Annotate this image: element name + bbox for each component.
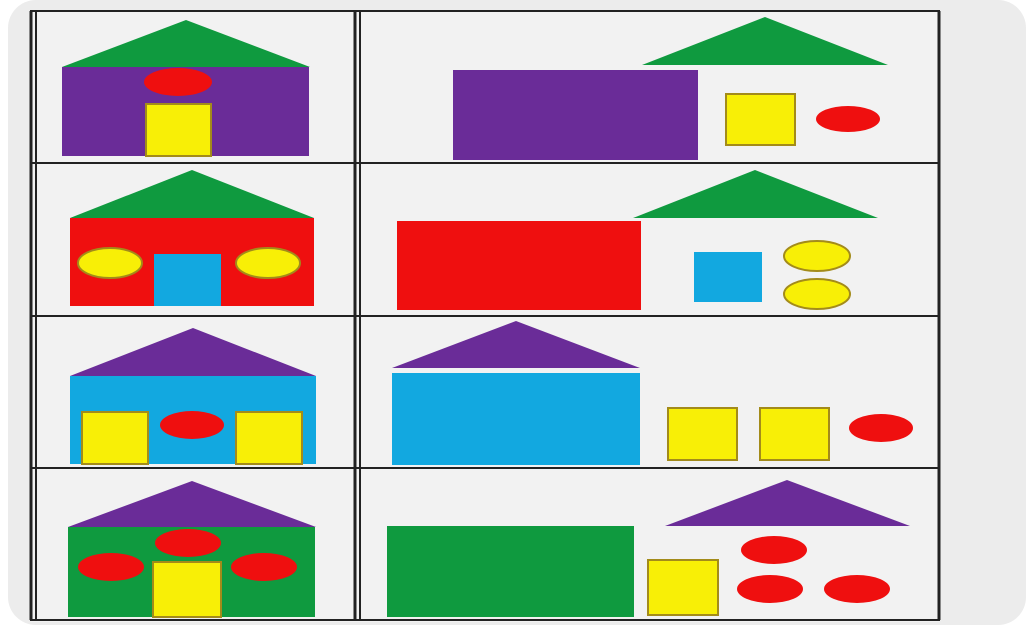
row-2-house-window-right	[236, 248, 300, 278]
row-3-part-body	[392, 373, 640, 465]
row-4-house-window-right	[231, 553, 297, 581]
row-2-part-window-top	[784, 241, 850, 271]
row-4-part-door	[648, 560, 718, 615]
row-4-house-window-left	[78, 553, 144, 581]
row-4-part-window-1	[741, 536, 807, 564]
row-4-part-body	[387, 526, 634, 617]
row-4-part-window-3	[824, 575, 890, 603]
row-3-house-window-left	[82, 412, 148, 464]
row-2-part-body	[397, 221, 641, 310]
row-2-part-door	[694, 252, 762, 302]
row-1-part-door	[726, 94, 795, 145]
row-4-part-window-2	[737, 575, 803, 603]
row-3-part-window-circle	[849, 414, 913, 442]
row-2-house-door	[154, 254, 221, 306]
row-2-house-window-left	[78, 248, 142, 278]
row-4-house-window-top	[155, 529, 221, 557]
row-3-part-window-1	[668, 408, 737, 460]
row-3-part-window-2	[760, 408, 829, 460]
row-1-house-window	[144, 68, 212, 96]
row-4-house-door	[153, 562, 221, 617]
row-3-house-window-right	[236, 412, 302, 464]
row-1-part-window	[816, 106, 880, 132]
row-3-house-window-center	[160, 411, 224, 439]
row-1-house-door	[146, 104, 211, 156]
row-2-part-window-bottom	[784, 279, 850, 309]
row-1-part-body	[453, 70, 698, 160]
